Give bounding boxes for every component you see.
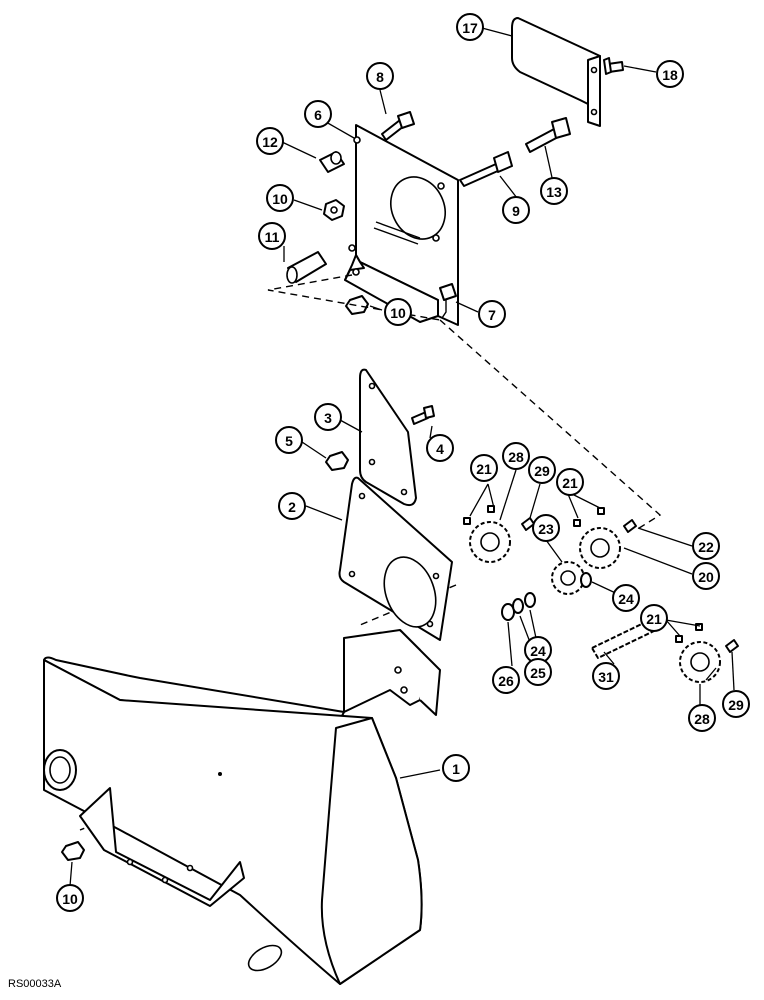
part-13-bolt bbox=[525, 117, 571, 153]
callout-23: 23 bbox=[532, 514, 560, 542]
callout-2: 2 bbox=[278, 492, 306, 520]
part-3-gasket bbox=[359, 368, 417, 507]
callout-10-upper: 10 bbox=[266, 184, 294, 212]
svg-text:17: 17 bbox=[462, 20, 478, 36]
part-31-chain bbox=[591, 619, 657, 659]
svg-text:21: 21 bbox=[646, 611, 662, 627]
callout-5: 5 bbox=[275, 426, 303, 454]
callout-12: 12 bbox=[256, 127, 284, 155]
part-21-setscrew-c bbox=[675, 623, 703, 643]
part-11-spacer bbox=[286, 251, 327, 284]
svg-text:24: 24 bbox=[618, 591, 634, 607]
svg-text:20: 20 bbox=[698, 569, 714, 585]
assembly-line-a bbox=[267, 274, 441, 321]
svg-text:28: 28 bbox=[508, 449, 524, 465]
svg-text:23: 23 bbox=[538, 521, 554, 537]
callout-26: 26 bbox=[492, 666, 520, 694]
svg-text:8: 8 bbox=[376, 69, 384, 85]
callout-25: 25 bbox=[524, 658, 552, 686]
callout-10-lower: 10 bbox=[384, 298, 412, 326]
svg-text:24: 24 bbox=[530, 643, 546, 659]
callout-9: 9 bbox=[502, 196, 530, 224]
callout-3: 3 bbox=[314, 403, 342, 431]
reference-code: RS00033A bbox=[8, 978, 62, 990]
callout-24-a: 24 bbox=[612, 584, 640, 612]
part-17-shield bbox=[511, 17, 601, 127]
svg-text:13: 13 bbox=[546, 184, 562, 200]
part-2-mount-plate bbox=[338, 476, 453, 641]
part-18-bolt bbox=[603, 57, 624, 75]
part-28-sprocket-b bbox=[679, 641, 721, 683]
svg-text:26: 26 bbox=[498, 673, 514, 689]
part-6-bracket bbox=[344, 124, 459, 326]
part-24-washer-a bbox=[580, 572, 592, 588]
svg-text:11: 11 bbox=[265, 229, 280, 245]
part-21-setscrew-a bbox=[463, 505, 495, 525]
part-29-key-b bbox=[725, 639, 739, 653]
svg-text:5: 5 bbox=[285, 433, 293, 449]
svg-text:18: 18 bbox=[662, 67, 678, 83]
assembly-line-b bbox=[439, 319, 662, 531]
callout-21-c: 21 bbox=[640, 604, 668, 632]
part-4-bolt bbox=[411, 405, 435, 425]
callout-24-b: 24 bbox=[524, 636, 552, 664]
svg-text:10: 10 bbox=[62, 891, 78, 907]
svg-text:3: 3 bbox=[324, 410, 332, 426]
callout-1: 1 bbox=[442, 754, 470, 782]
callout-8: 8 bbox=[366, 62, 394, 90]
svg-text:6: 6 bbox=[314, 107, 322, 123]
part-10-nut-a bbox=[323, 199, 345, 221]
part-22-key bbox=[623, 519, 637, 533]
callout-21-a: 21 bbox=[470, 454, 498, 482]
svg-text:21: 21 bbox=[562, 475, 578, 491]
callout-31: 31 bbox=[592, 662, 620, 690]
callout-22: 22 bbox=[692, 532, 720, 560]
part-12-bushing bbox=[319, 151, 345, 173]
part-9-bolt bbox=[459, 151, 513, 187]
part-10-nut-b bbox=[345, 295, 369, 315]
part-23-idler-sprocket bbox=[551, 561, 585, 595]
callout-4: 4 bbox=[426, 434, 454, 462]
part-8-bolt bbox=[381, 111, 415, 141]
part-20-sprocket bbox=[579, 527, 621, 569]
svg-text:7: 7 bbox=[488, 307, 496, 323]
callout-28-b: 28 bbox=[688, 704, 716, 732]
part-26-25-24-washers bbox=[501, 592, 536, 621]
svg-text:2: 2 bbox=[288, 499, 296, 515]
part-5-nut bbox=[325, 451, 349, 471]
svg-text:22: 22 bbox=[698, 539, 714, 555]
svg-text:12: 12 bbox=[262, 134, 278, 150]
svg-text:21: 21 bbox=[476, 461, 492, 477]
svg-text:9: 9 bbox=[512, 203, 520, 219]
svg-text:10: 10 bbox=[390, 305, 406, 321]
svg-text:25: 25 bbox=[530, 665, 546, 681]
svg-text:1: 1 bbox=[452, 761, 460, 777]
callout-17: 17 bbox=[456, 13, 484, 41]
svg-text:29: 29 bbox=[534, 463, 550, 479]
part-28-sprocket-a bbox=[469, 521, 511, 563]
part-10-nut-c bbox=[61, 841, 85, 861]
svg-text:4: 4 bbox=[436, 441, 444, 457]
callout-7: 7 bbox=[478, 300, 506, 328]
callout-6: 6 bbox=[304, 100, 332, 128]
callout-20: 20 bbox=[692, 562, 720, 590]
callout-10-bottom: 10 bbox=[56, 884, 84, 912]
part-7-bolt bbox=[439, 283, 457, 319]
svg-text:10: 10 bbox=[272, 191, 288, 207]
svg-text:28: 28 bbox=[694, 711, 710, 727]
callout-21-b: 21 bbox=[556, 468, 584, 496]
callout-13: 13 bbox=[540, 177, 568, 205]
callout-11: 11 bbox=[258, 222, 286, 250]
callout-28-a: 28 bbox=[502, 442, 530, 470]
callout-29-b: 29 bbox=[722, 690, 750, 718]
callout-18: 18 bbox=[656, 60, 684, 88]
callout-29-a: 29 bbox=[528, 456, 556, 484]
svg-text:31: 31 bbox=[598, 669, 614, 685]
part-1-housing bbox=[43, 629, 441, 985]
part-21-setscrew-b bbox=[573, 507, 605, 527]
pin-line bbox=[373, 221, 421, 245]
svg-text:29: 29 bbox=[728, 697, 744, 713]
